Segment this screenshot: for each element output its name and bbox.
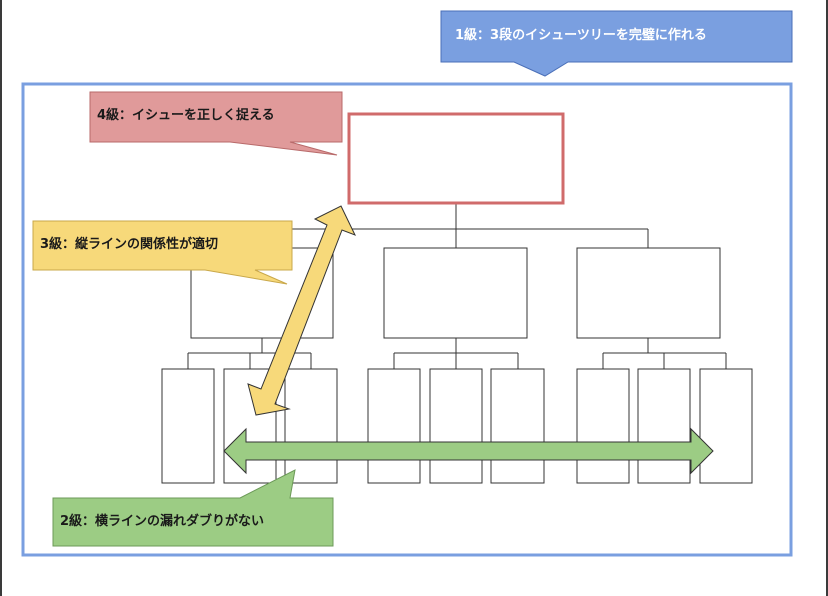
callout-level4-shape	[89, 91, 343, 156]
callout-level3-shape	[32, 220, 293, 285]
tree-leaf-node	[576, 368, 630, 484]
callout-level2-shape	[52, 469, 334, 547]
vertical-double-arrow	[247, 205, 356, 416]
callout-level4-label: 4級：イシューを正しく捉える	[97, 108, 275, 123]
callout-level1-label: 1級：3段のイシューツリーを完璧に作れる	[455, 28, 707, 43]
tree-level3-nodes	[161, 368, 753, 484]
tree-level2-node	[576, 247, 721, 339]
horizontal-double-arrow	[223, 427, 714, 475]
tree-leaf-node	[367, 368, 421, 484]
callout-level1-shape	[440, 10, 793, 77]
page-edge-right	[826, 0, 828, 596]
tree-leaf-node	[161, 368, 215, 484]
page-edge-left	[0, 0, 2, 596]
tree-leaf-node	[699, 368, 753, 484]
callout-level3-label: 3級：縦ラインの関係性が適切	[40, 237, 219, 252]
tree-root-node	[347, 112, 565, 205]
tree-level2-node	[383, 247, 528, 339]
tree-leaf-node	[284, 368, 338, 484]
tree-leaf-node	[429, 368, 483, 484]
tree-leaf-node	[637, 368, 691, 484]
tree-leaf-node	[490, 368, 545, 484]
callout-level2-label: 2級：横ラインの漏れダブりがない	[60, 514, 265, 529]
